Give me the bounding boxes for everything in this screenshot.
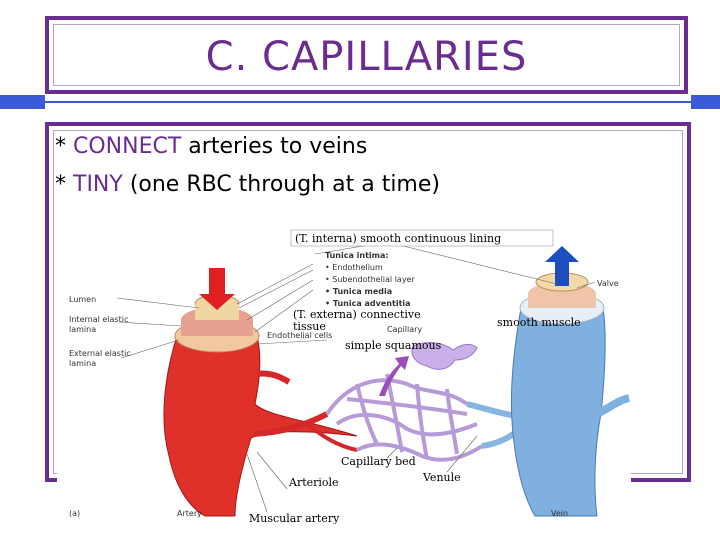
valve-label: Valve xyxy=(597,279,619,288)
artery-label: Artery xyxy=(177,509,202,518)
leader-lines xyxy=(116,241,596,513)
vessel-diagram: (T. interna) smooth continuous lining (T… xyxy=(57,224,631,524)
bullet-marker: * xyxy=(55,134,73,159)
vein-shape xyxy=(510,307,606,517)
simple-squamous-annotation: simple squamous xyxy=(345,339,442,352)
artery-intima-band xyxy=(195,304,239,320)
title-box: C. CAPILLARIES xyxy=(45,16,688,94)
capillary-inset xyxy=(411,342,478,370)
accent-bar-left xyxy=(0,95,45,109)
vein-label: Vein xyxy=(551,509,568,518)
endothelium-label: • Endothelium xyxy=(325,263,383,272)
bullet-keyword: CONNECT xyxy=(73,134,182,159)
t-interna-label-bg xyxy=(290,229,554,247)
capillary-label: Capillary xyxy=(387,325,422,334)
arteriole-branch-2 xyxy=(256,370,291,385)
inflow-arrow xyxy=(199,268,235,310)
t-interna-annotation: (T. interna) smooth continuous lining xyxy=(295,232,501,245)
venule-label: Venule xyxy=(422,471,461,484)
accent-line xyxy=(45,101,691,103)
accent-bar-right xyxy=(691,95,720,109)
tunica-adventitia-label: • Tunica adventitia xyxy=(325,299,411,308)
bullet-text: arteries to veins xyxy=(181,134,368,159)
t-externa-annotation-2: tissue xyxy=(293,320,326,333)
external-elastic-label-2: lamina xyxy=(69,359,96,368)
vessel-diagram-svg: (T. interna) smooth continuous lining (T… xyxy=(69,229,631,524)
outflow-arrow xyxy=(545,246,579,286)
arteriole-label: Arteriole xyxy=(288,476,339,489)
page-title: C. CAPILLARIES xyxy=(205,34,528,80)
smooth-muscle-annotation: smooth muscle xyxy=(497,316,581,329)
panel-label: (a) xyxy=(69,509,80,518)
capillary-bed-label: Capillary bed xyxy=(341,455,416,468)
external-elastic-label: External elastic xyxy=(69,349,131,358)
venule-branch xyxy=(466,401,518,419)
lumen-label: Lumen xyxy=(69,295,96,304)
subendothelial-label: • Subendothelial layer xyxy=(325,275,415,284)
tunica-media-label: • Tunica media xyxy=(325,287,392,296)
artery-shape xyxy=(163,335,358,517)
artery-media-band xyxy=(181,320,253,336)
tunica-intima-label: Tunica intima: xyxy=(325,251,389,260)
capillary-inset-arrow xyxy=(379,356,409,396)
bullet-marker: * xyxy=(55,172,73,197)
capillary-bed xyxy=(325,373,484,462)
title-inner-border xyxy=(53,24,680,86)
internal-elastic-label: Internal elastic xyxy=(69,315,128,324)
t-externa-annotation: (T. externa) connective xyxy=(293,308,421,321)
internal-elastic-label-2: lamina xyxy=(69,325,96,334)
arteriole-branch xyxy=(252,411,329,437)
bullet-keyword: TINY xyxy=(73,172,123,197)
endothelial-cells-label: Endothelial cells xyxy=(267,331,332,340)
bullet-text: (one RBC through at a time) xyxy=(122,172,440,197)
bullet-connect: * CONNECT arteries to veins xyxy=(55,134,367,159)
vein-media-band xyxy=(528,294,596,308)
muscular-artery-label: Muscular artery xyxy=(249,512,340,524)
vein-side-branch xyxy=(595,394,631,418)
arteriole-branch-3 xyxy=(305,422,358,452)
bullet-tiny: * TINY (one RBC through at a time) xyxy=(55,172,440,197)
